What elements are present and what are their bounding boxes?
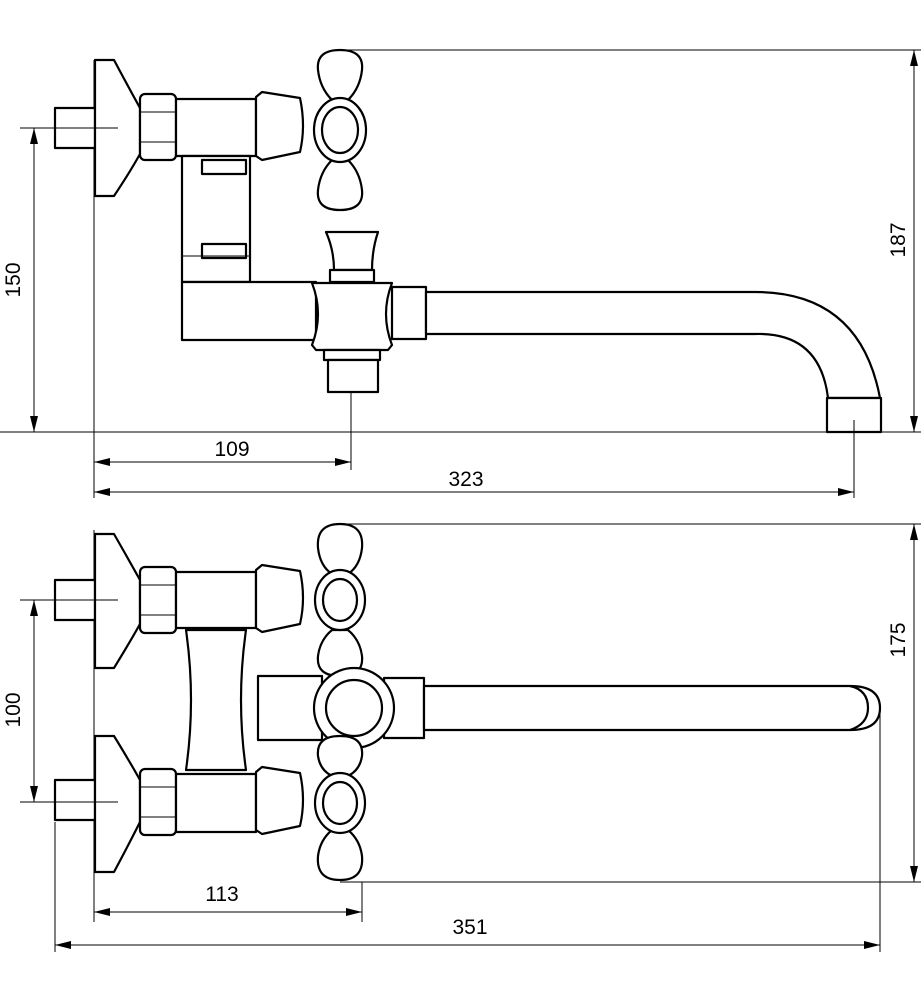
mixer-lower-body <box>180 280 318 342</box>
cross-handle-lower-icon <box>313 734 367 882</box>
valve-body <box>174 97 258 158</box>
hex-nut-upper <box>138 565 178 635</box>
dim-label-height-left: 150 <box>2 262 25 297</box>
wall-flange-upper <box>93 532 142 670</box>
diverter-body <box>310 281 394 352</box>
valve-body-upper <box>174 570 258 630</box>
hex-nut-lower <box>138 767 178 837</box>
dim-label-width-total-front: 351 <box>452 916 487 939</box>
mixer-body <box>180 154 252 284</box>
spout-nut <box>382 676 426 740</box>
wall-flange-lower <box>93 734 142 874</box>
mixer-body <box>184 628 248 772</box>
side-view: 150 109 323 187 <box>0 48 921 498</box>
inlet-pipe-lower <box>53 778 97 822</box>
dim-label-spacing: 100 <box>2 692 25 727</box>
spout-nut <box>390 285 428 341</box>
spout-tube <box>422 684 882 732</box>
spout-tube <box>424 290 882 400</box>
cross-handle-icon <box>312 48 368 212</box>
dim-label-width-total: 323 <box>448 468 483 491</box>
valve-body-lower <box>174 772 258 834</box>
hex-nut <box>138 92 178 162</box>
dim-label-height-right: 187 <box>887 222 910 257</box>
cross-handle-upper-icon <box>313 522 367 678</box>
spout-base <box>256 674 324 742</box>
dim-label-width-outlet: 109 <box>214 438 249 461</box>
valve-cap <box>254 90 305 162</box>
diverter-knob <box>324 230 380 272</box>
shower-outlet <box>326 358 380 394</box>
dim-label-height-right-front: 175 <box>887 622 910 657</box>
front-view: 100 113 351 175 <box>2 522 921 952</box>
dim-label-width-handle: 113 <box>205 883 238 906</box>
